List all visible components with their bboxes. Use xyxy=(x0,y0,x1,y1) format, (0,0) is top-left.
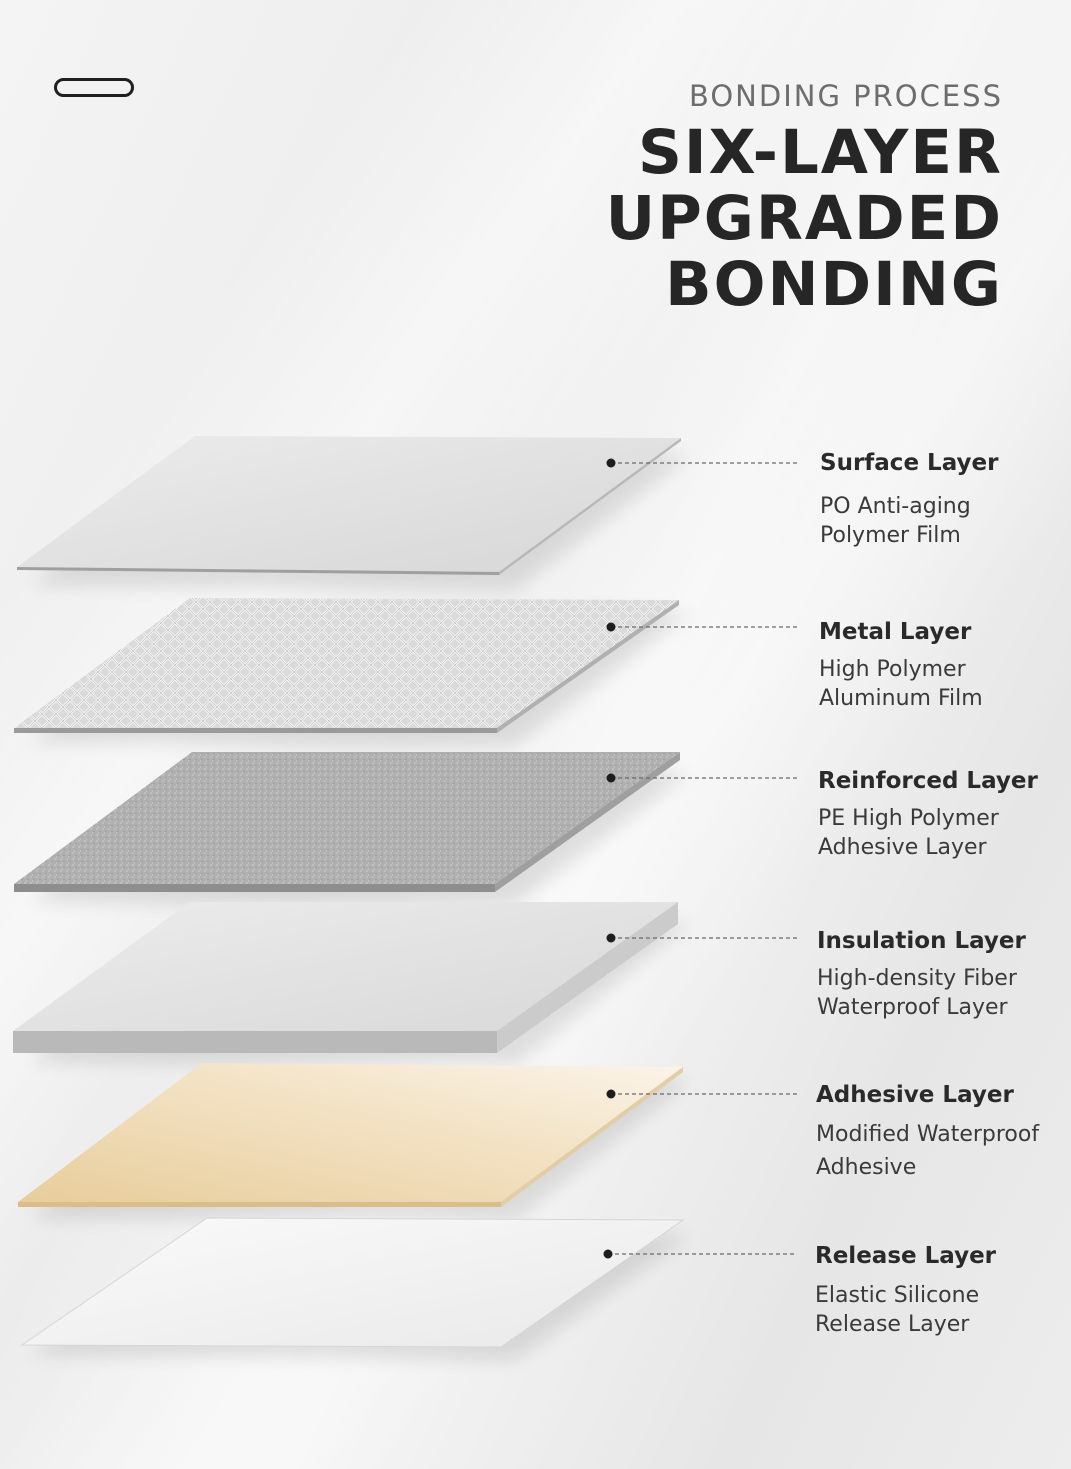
header-kicker: BONDING PROCESS xyxy=(688,79,1003,113)
title-line-3: BONDING xyxy=(665,249,1003,320)
layer-desc-line-1: High Polymer xyxy=(819,657,966,682)
layer-name: Adhesive Layer xyxy=(816,1082,1014,1108)
callout-dot-adhesive xyxy=(606,1089,616,1099)
release-layer-sheet xyxy=(20,1217,685,1348)
layer-name: Metal Layer xyxy=(819,619,972,645)
callout-dot-insulation xyxy=(606,933,616,943)
layer-desc-line-1: Elastic Silicone xyxy=(815,1283,980,1308)
callout-dot-release xyxy=(603,1249,613,1259)
layer-description: Elastic Silicone Release Layer xyxy=(815,1281,996,1339)
label-release-layer: Release Layer Elastic Silicone Release L… xyxy=(815,1241,996,1339)
layer-description: PE High Polymer Adhesive Layer xyxy=(818,804,1038,862)
layer-desc-line-2: Adhesive Layer xyxy=(818,835,987,860)
layer-desc-line-1: Modified Waterproof xyxy=(816,1122,1040,1147)
title-line-2: UPGRADED xyxy=(605,183,1003,254)
layer-description: PO Anti-aging Polymer Film xyxy=(820,492,998,550)
layer-name: Release Layer xyxy=(815,1243,997,1269)
label-reinforced-layer: Reinforced Layer PE High Polymer Adhesiv… xyxy=(818,766,1038,862)
label-adhesive-layer: Adhesive Layer Modified Waterproof Adhes… xyxy=(816,1080,1039,1184)
layer-desc-line-1: PE High Polymer xyxy=(818,806,999,831)
layer-name: Reinforced Layer xyxy=(818,768,1038,794)
insulation-layer-sheet xyxy=(13,902,678,1053)
header: BONDING PROCESS SIX-LAYER UPGRADED BONDI… xyxy=(606,78,1003,318)
page-title: SIX-LAYER UPGRADED BONDING xyxy=(606,120,1003,318)
title-line-1: SIX-LAYER xyxy=(637,117,1003,188)
label-insulation-layer: Insulation Layer High-density Fiber Wate… xyxy=(817,926,1026,1022)
surface-layer-sheet xyxy=(17,436,681,575)
layer-description: Modified Waterproof Adhesive xyxy=(816,1118,1039,1184)
layer-desc-line-2: Polymer Film xyxy=(820,523,961,548)
reinforced-layer-sheet xyxy=(14,752,680,892)
label-metal-layer: Metal Layer High Polymer Aluminum Film xyxy=(819,617,983,713)
callout-leaders xyxy=(608,462,797,1255)
callout-dot-reinforced xyxy=(606,773,616,783)
callout-dot-metal xyxy=(606,622,616,632)
adhesive-layer-sheet xyxy=(18,1063,683,1207)
layer-name: Insulation Layer xyxy=(817,928,1026,954)
label-surface-layer: Surface Layer PO Anti-aging Polymer Film xyxy=(820,448,998,550)
pill-icon xyxy=(54,78,134,97)
callout-dots xyxy=(603,458,616,1259)
layer-desc-line-2: Waterproof Layer xyxy=(817,995,1008,1020)
layer-desc-line-2: Release Layer xyxy=(815,1312,970,1337)
metal-layer-sheet xyxy=(14,598,679,733)
layer-desc-line-2: Aluminum Film xyxy=(819,686,983,711)
layer-description: High Polymer Aluminum Film xyxy=(819,655,983,713)
layer-desc-line-1: High-density Fiber xyxy=(817,966,1017,991)
callout-dot-surface xyxy=(606,458,616,468)
layer-name: Surface Layer xyxy=(820,450,999,476)
layer-description: High-density Fiber Waterproof Layer xyxy=(817,964,1026,1022)
layer-desc-line-2: Adhesive xyxy=(816,1155,917,1180)
layer-desc-line-1: PO Anti-aging xyxy=(820,494,971,519)
